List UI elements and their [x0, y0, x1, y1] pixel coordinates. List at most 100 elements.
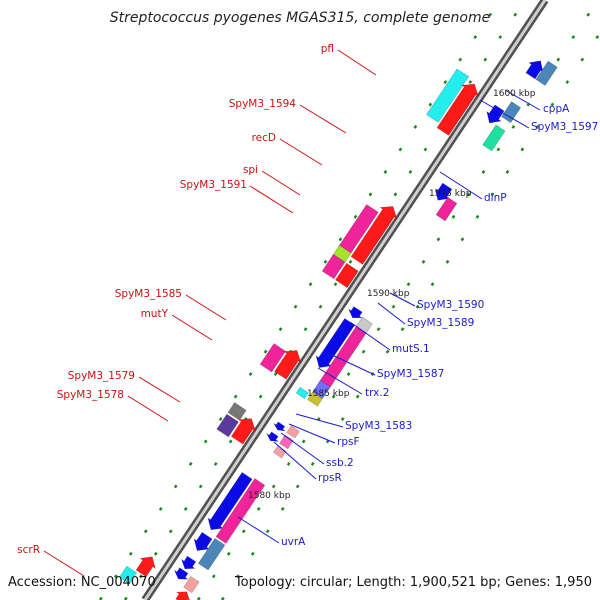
gene-label-rpsf[interactable]: rpsF	[337, 436, 360, 448]
gene-label-spym3-1590[interactable]: SpyM3_1590	[417, 299, 484, 311]
label-connector-line	[185, 294, 227, 321]
label-connector-line	[377, 302, 406, 325]
map-title: Streptococcus pyogenes MGAS315, complete…	[110, 10, 490, 26]
label-connector-line	[171, 314, 213, 341]
gene-label-spym3-1597[interactable]: SpyM3_1597	[531, 121, 598, 133]
gene-label-spym3-1591[interactable]: SpyM3_1591	[180, 179, 247, 191]
accession-text: Accession: NC_004070	[8, 575, 156, 590]
kbp-tick-1580: 1580 kbp	[248, 491, 291, 501]
gene-feature[interactable]	[175, 591, 190, 600]
gene-features	[119, 60, 558, 600]
gene-feature[interactable]	[350, 206, 398, 265]
gene-feature[interactable]	[135, 556, 156, 578]
gene-feature[interactable]	[347, 306, 363, 319]
gene-label-spym3-1594[interactable]: SpyM3_1594	[229, 98, 297, 110]
gene-label-spym3-1579[interactable]: SpyM3_1579	[68, 370, 135, 382]
gene-label-spym3-1587[interactable]: SpyM3_1587	[377, 368, 444, 380]
label-connector-line	[273, 441, 317, 480]
gene-feature[interactable]	[482, 124, 506, 152]
label-connector-line	[329, 353, 376, 376]
label-connector-line	[295, 413, 344, 428]
gene-feature[interactable]	[315, 318, 356, 368]
gene-feature[interactable]	[216, 413, 239, 438]
label-connector-line	[138, 376, 181, 403]
gene-label-muts-1[interactable]: mutS.1	[392, 343, 430, 355]
kbp-tick-1585: 1585 kbp	[307, 389, 350, 399]
gene-feature[interactable]	[273, 421, 286, 432]
gene-label-spym3-1583[interactable]: SpyM3_1583	[345, 420, 412, 432]
genome-backbone	[141, 0, 549, 600]
label-connector-line	[337, 49, 377, 76]
gene-feature[interactable]	[332, 244, 352, 263]
tick-ladder-inner-right	[196, 0, 600, 600]
label-connector-line	[389, 292, 416, 307]
gene-label-spym3-1578[interactable]: SpyM3_1578	[57, 389, 124, 401]
label-connector-line	[479, 99, 530, 129]
gene-label-spi[interactable]: spi	[243, 164, 258, 176]
label-connector-line	[261, 170, 301, 196]
gene-label-scrr[interactable]: scrR	[17, 544, 40, 556]
gene-feature[interactable]	[321, 253, 346, 280]
gene-label-muty[interactable]: mutY	[141, 308, 169, 320]
label-connector-line	[279, 138, 323, 166]
gene-label-ssb-2[interactable]: ssb.2	[326, 457, 354, 469]
right-gene-labels: cppA SpyM3_1597 dinP SpyM3_1590 SpyM3_15…	[281, 103, 598, 548]
gene-label-spym3-1585[interactable]: SpyM3_1585	[115, 288, 182, 300]
gene-feature[interactable]	[259, 343, 287, 373]
gene-label-spym3-1589[interactable]: SpyM3_1589	[407, 317, 474, 329]
label-connector-line	[288, 423, 336, 444]
gene-feature[interactable]	[295, 386, 309, 400]
gene-feature[interactable]	[335, 262, 359, 289]
gene-feature[interactable]	[307, 391, 323, 407]
gene-feature[interactable]	[272, 445, 287, 459]
label-connector-line	[439, 171, 483, 200]
gene-feature[interactable]	[266, 431, 280, 442]
gene-feature[interactable]	[435, 196, 458, 222]
gene-feature[interactable]	[426, 68, 470, 123]
gene-feature[interactable]	[274, 350, 302, 380]
label-connector-line	[280, 432, 325, 465]
label-connector-line	[237, 516, 280, 544]
gene-label-cppa[interactable]: cppA	[543, 103, 570, 115]
gene-feature[interactable]	[436, 83, 479, 136]
left-gene-labels: pfl SpyM3_1594 recD spi SpyM3_1591 SpyM3…	[17, 43, 334, 556]
label-connector-line	[249, 185, 294, 214]
gene-feature[interactable]	[181, 555, 197, 570]
kbp-tick-1590: 1590 kbp	[367, 289, 410, 299]
gene-label-dinp[interactable]: dinP	[484, 192, 507, 204]
gene-feature[interactable]	[173, 567, 189, 580]
gene-feature[interactable]	[183, 575, 200, 594]
gene-feature[interactable]	[535, 60, 558, 86]
gene-feature[interactable]	[279, 434, 294, 450]
label-connector-line	[349, 321, 391, 351]
gene-feature[interactable]	[230, 418, 256, 445]
gene-feature[interactable]	[286, 425, 300, 439]
gene-label-rpsr[interactable]: rpsR	[318, 472, 342, 484]
gene-feature[interactable]	[119, 565, 138, 585]
gene-feature[interactable]	[197, 537, 226, 571]
gene-feature[interactable]	[525, 60, 544, 80]
gene-feature[interactable]	[207, 471, 253, 531]
gene-label-recd[interactable]: recD	[252, 132, 276, 144]
kbp-tick-1595: 1595 kbp	[429, 189, 472, 199]
label-connectors	[43, 49, 541, 577]
gene-feature[interactable]	[434, 182, 453, 201]
gene-feature[interactable]	[193, 531, 213, 551]
gene-feature[interactable]	[312, 379, 331, 400]
gene-label-trx-2[interactable]: trx.2	[365, 387, 389, 399]
gene-label-uvra[interactable]: uvrA	[281, 536, 306, 548]
label-connector-line	[299, 104, 347, 134]
label-connector-line	[317, 367, 363, 395]
gene-feature[interactable]	[215, 478, 266, 544]
gene-feature[interactable]	[227, 402, 247, 421]
topology-text: Topology: circular; Length: 1,900,521 bp…	[234, 575, 592, 590]
gene-feature[interactable]	[486, 104, 505, 124]
gene-label-pfl[interactable]: pfl	[321, 43, 334, 55]
label-connector-line	[43, 550, 85, 577]
gene-feature[interactable]	[501, 101, 522, 124]
label-connector-line	[504, 89, 541, 111]
kbp-tick-1600: 1600 kbp	[493, 89, 536, 99]
kbp-ticks: 1600 kbp 1595 kbp 1590 kbp 1585 kbp 1580…	[248, 89, 536, 501]
